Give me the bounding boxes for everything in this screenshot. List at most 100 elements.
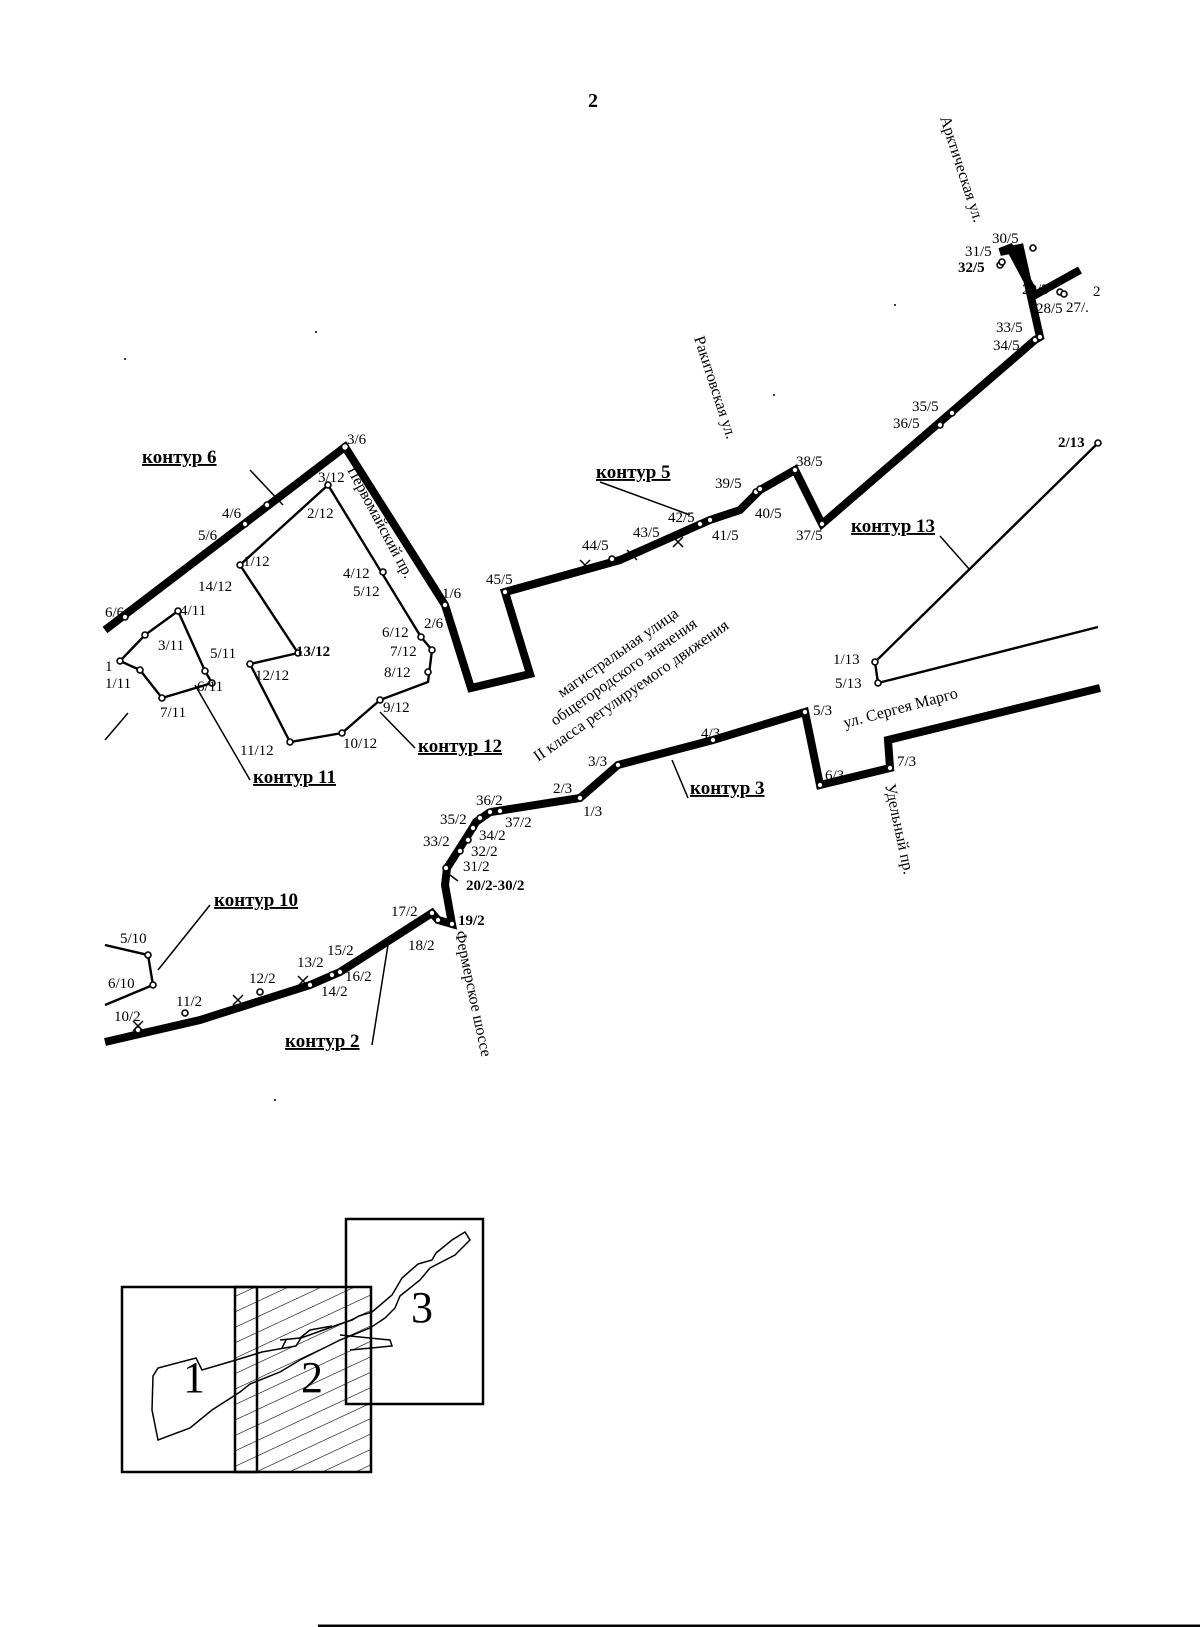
street-udelny: Удельный пр.	[881, 782, 917, 876]
label-6-10: 6/10	[108, 976, 135, 992]
label-5-10: 5/10	[120, 931, 147, 947]
label-20-30-2: 20/2-30/2	[466, 878, 524, 894]
contour-5-label: контур 5	[596, 462, 671, 483]
label-11-12: 11/12	[240, 743, 274, 759]
overview-label-1: 1	[183, 1353, 205, 1402]
label-31-5: 31/5	[965, 244, 992, 260]
label-5-13: 5/13	[835, 676, 862, 692]
cross-markers	[132, 536, 684, 1032]
contour-3-label: контур 3	[690, 778, 765, 799]
contour-2-label: контур 2	[285, 1031, 360, 1052]
contour-labels: контур 6 контур 5 контур 13 контур 12 ко…	[142, 447, 935, 1052]
overview-sheet-1	[120, 1285, 259, 1474]
label-5-12: 5/12	[353, 584, 380, 600]
label-3-11: 3/11	[158, 638, 184, 654]
label-6-12: 6/12	[382, 625, 409, 641]
label-2-12: 2/12	[307, 506, 334, 522]
label-2x-5: 2	[1093, 284, 1101, 300]
label-27-5: 27/.	[1066, 300, 1089, 316]
label-37-5: 37/5	[796, 528, 823, 544]
label-10-12: 10/12	[343, 736, 377, 752]
overview-sheet-3	[344, 1217, 485, 1406]
contour-10-line	[104, 943, 155, 1007]
scatter-dots	[124, 304, 896, 1101]
contour-5-line	[503, 556, 622, 596]
label-15-2: 15/2	[327, 943, 354, 959]
overview-territory-outline	[151, 1230, 471, 1442]
label-32-2: 32/2	[471, 844, 498, 860]
contour-11-label: контур 11	[253, 767, 336, 788]
page-number: 2	[588, 90, 598, 112]
overview-sheet-2	[233, 1285, 373, 1474]
label-6-11: 6/11	[197, 679, 223, 695]
label-7-11: 7/11	[160, 705, 186, 721]
label-36-2: 36/2	[476, 793, 503, 809]
overview-label-3: 3	[411, 1283, 433, 1332]
street-rakitovskaya: Ракитовская ул.	[690, 334, 739, 441]
label-2-3: 2/3	[553, 781, 572, 797]
label-5-3: 5/3	[813, 703, 832, 719]
label-1-13: 1/13	[833, 652, 860, 668]
street-magistral-2: общегородского значения	[548, 615, 701, 729]
label-30-5: 30/5	[992, 231, 1019, 247]
label-10-2: 10/2	[114, 1009, 141, 1025]
label-31-2: 31/2	[463, 859, 490, 875]
label-19-2: 19/2	[458, 913, 485, 929]
leader-contour-5	[599, 481, 691, 516]
label-36-5: 36/5	[893, 416, 920, 432]
label-5-6: 5/6	[198, 528, 218, 544]
contour-12-label: контур 12	[418, 736, 502, 757]
label-1-3: 1/3	[583, 804, 602, 820]
label-12-12: 12/12	[255, 668, 289, 684]
label-13-12: 13/12	[296, 644, 330, 660]
label-7-12: 7/12	[390, 644, 417, 660]
label-3-6: 3/6	[347, 432, 367, 448]
label-17-2: 17/2	[391, 904, 418, 920]
label-3-12: 3/12	[318, 470, 345, 486]
contour-13-road-edge	[877, 625, 1099, 685]
label-5-11: 5/11	[210, 646, 236, 662]
label-43-5: 43/5	[633, 525, 660, 541]
label-2-6: 2/6	[424, 616, 444, 632]
label-37-2: 37/2	[505, 815, 532, 831]
leader-contour-3	[671, 759, 689, 799]
label-28-5: 28/5	[1036, 301, 1063, 317]
label-41-5: 41/5	[712, 528, 739, 544]
point-labels: 3/6 4/6 5/6 6/6 1/6 2/6 3/12 2/12 1/12 1…	[105, 231, 1101, 1025]
leader-contour-10	[157, 904, 211, 971]
contour-10-label: контур 10	[214, 890, 298, 911]
leader-contour-6	[249, 469, 284, 506]
street-pervomaysky: Первомайский пр.	[343, 464, 416, 582]
label-12-2: 12/2	[249, 971, 276, 987]
label-35-5: 35/5	[912, 399, 939, 415]
label-4-11: 4/11	[180, 603, 206, 619]
label-33-5: 33/5	[996, 320, 1023, 336]
overview-inset: 1 2 3	[120, 1217, 485, 1474]
contour-13-line	[873, 442, 1099, 684]
label-1-6: 1/6	[442, 586, 462, 602]
leader-contour-2	[371, 944, 389, 1046]
label-35-2: 35/2	[440, 812, 467, 828]
label-4-3: 4/3	[701, 726, 720, 742]
leader-contour-13	[939, 535, 971, 571]
label-45-5: 45/5	[486, 572, 513, 588]
street-fermerskoe: Фермерское шоссе	[451, 929, 494, 1058]
label-1-11-cut: 1	[105, 659, 113, 675]
label-14-12: 14/12	[198, 579, 232, 595]
overview-label-2: 2	[301, 1353, 323, 1402]
label-9-12: 9/12	[383, 700, 410, 716]
street-arctic: Арктическая ул.	[936, 114, 986, 224]
label-2-13: 2/13	[1058, 435, 1085, 451]
contour-6-line	[102, 242, 1082, 693]
overview-inner-lines	[279, 1325, 394, 1351]
label-4-12: 4/12	[343, 566, 370, 582]
label-33-2: 33/2	[423, 834, 450, 850]
label-6-3: 6/3	[825, 768, 844, 784]
label-8-12: 8/12	[384, 665, 411, 681]
label-42-5: 42/5	[668, 510, 695, 526]
label-40-5: 40/5	[755, 506, 782, 522]
label-11-2: 11/2	[176, 994, 202, 1010]
label-4-6: 4/6	[222, 506, 242, 522]
label-13-2: 13/2	[297, 955, 324, 971]
